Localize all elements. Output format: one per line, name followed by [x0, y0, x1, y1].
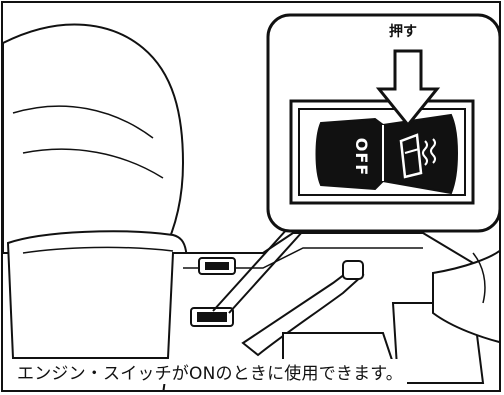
switch-off-label: OFF [352, 137, 372, 177]
car-console-illustration [3, 13, 499, 390]
push-label: 押す [389, 24, 417, 40]
seat-back [3, 23, 185, 254]
caption: エンジン・スイッチがONのときに使用できます。 [13, 359, 407, 384]
push-arrow-icon [375, 49, 441, 128]
rear-defogger-icon [399, 133, 436, 179]
passenger-seat-edge [432, 249, 499, 343]
